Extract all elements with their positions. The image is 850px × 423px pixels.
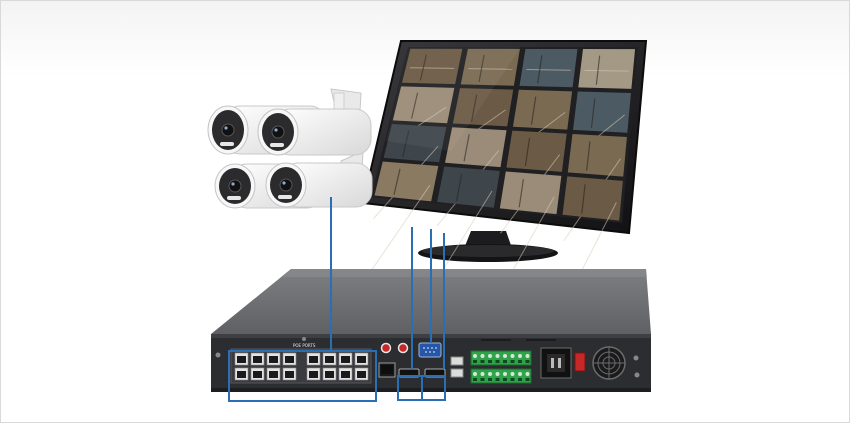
- monitor-tile: [578, 49, 636, 89]
- monitor-tile: [374, 161, 439, 202]
- connection-lines: [228, 197, 446, 402]
- poe-port-block: POE PORTS: [230, 343, 372, 384]
- audio-out-port: [397, 342, 409, 354]
- monitor-tile: [392, 86, 455, 124]
- monitor-tile: [402, 48, 463, 85]
- poe-highlight-box: [228, 350, 377, 402]
- usb-port-1: [450, 356, 464, 366]
- monitor-tile: [567, 133, 627, 177]
- camera-cluster: [207, 88, 373, 209]
- monitor-tile: [512, 89, 573, 130]
- monitor-tile: [445, 127, 507, 168]
- monitor-tile: [499, 171, 562, 215]
- monitor-tile: [437, 166, 500, 208]
- monitor: [354, 40, 648, 327]
- monitor-tile-grid: [354, 48, 636, 327]
- hdmi-highlight-box-2: [421, 375, 446, 401]
- bullet-camera-icon: [257, 108, 372, 156]
- alarm-terminal-blocks: [470, 350, 532, 384]
- usb-port-2: [450, 368, 464, 378]
- monitor-tile: [519, 48, 578, 88]
- monitor-tile: [383, 123, 447, 163]
- monitor-tile: [573, 91, 631, 133]
- monitor-tile: [452, 88, 514, 127]
- monitor-tile: [562, 176, 623, 221]
- svg-text:POE PORTS: POE PORTS: [293, 343, 316, 348]
- vga-port: [418, 342, 442, 358]
- rear-io-misc: [378, 342, 409, 378]
- monitor-tile: [506, 130, 567, 172]
- bullet-camera-icon: [265, 162, 373, 208]
- power-switch: [574, 352, 586, 372]
- power-section: [540, 347, 586, 379]
- fan-grille-icon: [592, 346, 626, 380]
- audio-in-port: [380, 342, 392, 354]
- monitor-tile: [460, 48, 520, 86]
- video-output-ports: [398, 342, 464, 378]
